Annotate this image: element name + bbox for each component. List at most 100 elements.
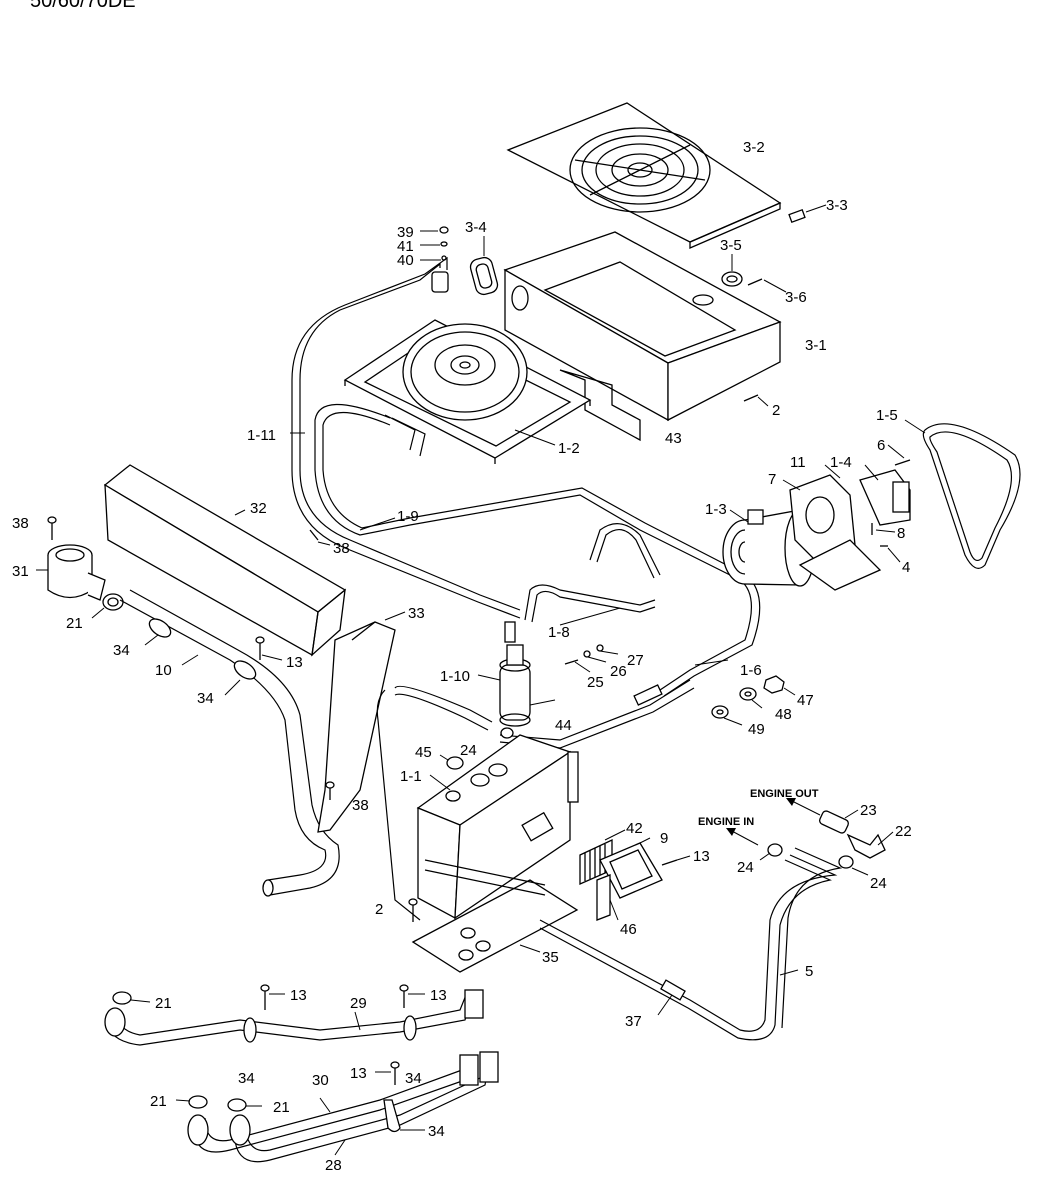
callout-1-8: 1-8	[548, 624, 570, 641]
engine-out-label: ENGINE OUT	[750, 788, 819, 800]
screw-13-louver	[661, 855, 691, 866]
engine-out-arrow	[786, 798, 821, 816]
hose-29	[104, 989, 484, 1046]
callout-24-engine-in: 24	[737, 859, 754, 876]
callout-1-2: 1-2	[558, 440, 580, 457]
callout-1-6: 1-6	[740, 662, 762, 679]
housing-box	[503, 231, 782, 442]
callout-42: 42	[626, 820, 643, 837]
callout-49: 49	[748, 721, 765, 738]
washer-49	[711, 705, 743, 726]
callout-37: 37	[625, 1013, 642, 1030]
callout-23: 23	[860, 802, 877, 819]
bolt-38-cover	[309, 529, 331, 546]
callout-2-bottom: 2	[375, 901, 383, 918]
clamp-24-engine-in	[759, 843, 783, 861]
callout-10: 10	[155, 662, 172, 679]
hose-30-28	[187, 1051, 499, 1163]
callout-29: 29	[350, 995, 367, 1012]
engine-in-arrow	[726, 828, 759, 846]
clamp-21-bottom-a	[175, 1095, 208, 1109]
grommet-3-5	[721, 254, 743, 287]
callout-38-left: 38	[12, 515, 29, 532]
water-hose-5	[539, 847, 843, 1041]
callout-44: 44	[555, 717, 572, 734]
callout-43: 43	[665, 430, 682, 447]
callout-9: 9	[660, 830, 668, 847]
callout-3-3: 3-3	[826, 197, 848, 214]
bolt-38-left	[47, 516, 57, 540]
callout-3-2: 3-2	[743, 139, 765, 156]
clamp-21-bottom-left	[112, 991, 151, 1005]
bolt-13-hose29-left	[260, 984, 285, 1010]
callout-3-5: 3-5	[720, 237, 742, 254]
bolt-13-duct	[255, 636, 283, 661]
callout-13-hose29-right: 13	[430, 987, 447, 1004]
bolt-3-3	[788, 204, 827, 223]
model-title: 50/60/70DE	[30, 0, 136, 12]
callout-48: 48	[775, 706, 792, 723]
callout-1-4: 1-4	[830, 454, 852, 471]
mount-bracket-7	[782, 474, 882, 591]
callout-24-engine-out: 24	[870, 875, 887, 892]
callout-3-1: 3-1	[805, 337, 827, 354]
callout-38-duct: 38	[352, 797, 369, 814]
callout-21-bottom-a: 21	[150, 1093, 167, 1110]
callout-21-top: 21	[66, 615, 83, 632]
callout-34-e: 34	[428, 1123, 445, 1140]
callout-21-bottom-b: 21	[273, 1099, 290, 1116]
callout-26: 26	[610, 663, 627, 680]
bracket-1-4	[824, 464, 911, 526]
callout-27: 27	[627, 652, 644, 669]
nut-47	[763, 675, 796, 696]
callout-24-evap: 24	[460, 742, 477, 759]
callout-21-bottom-left: 21	[155, 995, 172, 1012]
callout-31: 31	[12, 563, 29, 580]
callout-1-3: 1-3	[705, 501, 727, 518]
cover-32	[103, 464, 347, 657]
callout-1-11: 1-11	[247, 427, 276, 444]
callout-34-b: 34	[197, 690, 214, 707]
callout-3-6: 3-6	[785, 289, 807, 306]
callout-8: 8	[897, 525, 905, 542]
valve-22	[846, 831, 894, 859]
callout-32: 32	[250, 500, 267, 517]
engine-in-label: ENGINE IN	[698, 816, 754, 828]
receiver-drier	[477, 621, 556, 727]
valve-23	[819, 809, 859, 834]
callout-13-hose29-left: 13	[290, 987, 307, 1004]
duct-33	[317, 611, 406, 833]
bolt-4	[880, 545, 901, 563]
condenser-fan-assembly	[343, 319, 592, 464]
bolt-2-bottom	[408, 898, 418, 922]
evaporator-unit	[376, 685, 579, 921]
clamp-24-evap	[500, 727, 514, 739]
callout-1-1: 1-1	[400, 768, 422, 785]
callout-7: 7	[768, 471, 776, 488]
bolt-38-duct	[325, 781, 335, 800]
callout-11: 11	[790, 454, 806, 471]
callout-4: 4	[902, 559, 910, 576]
fitting-stack	[420, 226, 449, 293]
clamp-24-engine-out	[838, 855, 869, 876]
drive-belt	[904, 419, 1021, 569]
callout-13-duct: 13	[286, 654, 303, 671]
callout-34-a: 34	[113, 642, 130, 659]
callout-38-cover: 38	[333, 540, 350, 557]
hose-1-9	[314, 403, 761, 697]
callout-13-louver: 13	[693, 848, 710, 865]
callout-35: 35	[542, 949, 559, 966]
base-plate-35	[411, 859, 579, 973]
gasket-3-4	[469, 236, 499, 296]
callout-30: 30	[312, 1072, 329, 1089]
callout-22: 22	[895, 823, 912, 840]
bolt-8	[871, 523, 896, 535]
bolt-13-hose30	[375, 1061, 400, 1085]
callout-28: 28	[325, 1157, 342, 1174]
callout-34-c: 34	[238, 1070, 255, 1087]
callout-labels: 3-2 3-3 39 41 40 3-4 3-5 3-6 3-1 2 43 1-…	[12, 139, 912, 1174]
clamp-37	[657, 979, 686, 1016]
callout-2-top: 2	[772, 402, 780, 419]
elbow-housing-31	[36, 544, 106, 601]
